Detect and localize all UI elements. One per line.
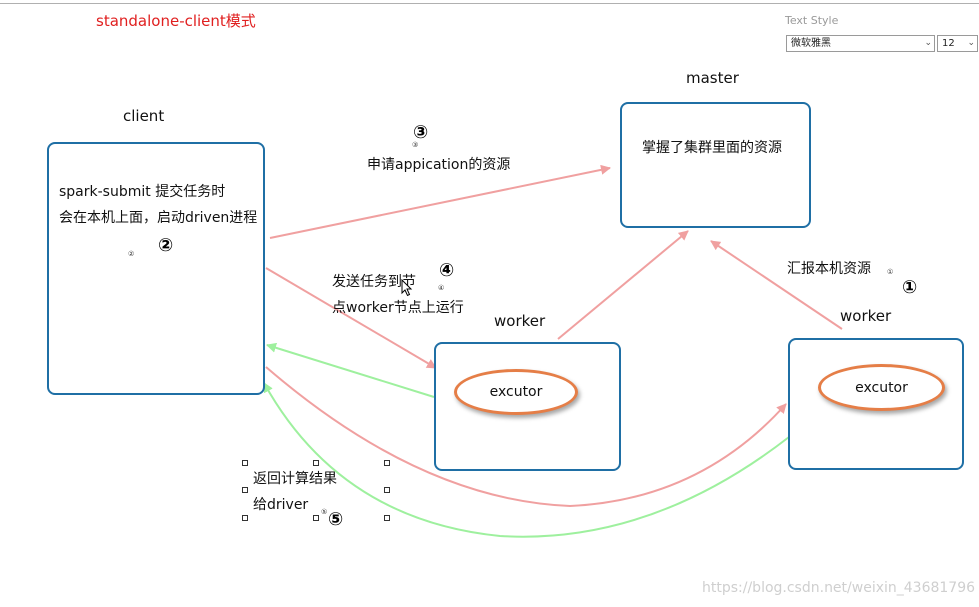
chevron-down-icon: ⌄: [924, 38, 932, 48]
master-box: [620, 102, 811, 228]
client-box: [47, 142, 265, 395]
font-size-value: 12: [942, 38, 955, 49]
arrow-client-to-worker-right: [265, 366, 787, 508]
step5-marker: ⑤: [328, 509, 344, 530]
font-family-value: 微软雅黑: [791, 38, 831, 49]
executor-right-label: excutor: [855, 379, 908, 396]
step1-text: 汇报本机资源: [787, 261, 871, 277]
step3-marker: ③: [413, 122, 429, 143]
step1-marker: ①: [902, 277, 918, 298]
client-text-line1: spark-submit 提交任务时: [59, 184, 226, 200]
executor-mid-oval: excutor: [454, 369, 578, 415]
client-label: client: [123, 107, 165, 125]
worker-right-label: worker: [840, 307, 892, 325]
step3-small-marker: ③: [412, 141, 419, 149]
step5-text-line1[interactable]: 返回计算结果: [253, 471, 337, 487]
resize-handle[interactable]: [242, 460, 248, 466]
step5-small-marker: ⑤: [321, 508, 328, 516]
step4-small-marker: ④: [438, 284, 445, 292]
step4-marker: ④: [439, 260, 455, 281]
master-desc: 掌握了集群里面的资源: [642, 140, 782, 156]
top-border-line: [0, 3, 979, 4]
font-family-select[interactable]: 微软雅黑 ⌄: [786, 35, 935, 52]
executor-mid-label: excutor: [489, 384, 543, 400]
font-size-select[interactable]: 12 ⌄: [937, 35, 978, 52]
arrow-worker-mid-to-client: [266, 342, 435, 398]
step2-small-marker: ②: [128, 250, 135, 258]
master-label: master: [686, 69, 739, 87]
resize-handle[interactable]: [384, 515, 390, 521]
arrow-worker-right-to-master: [710, 240, 843, 330]
page-title: standalone-client模式: [96, 12, 256, 30]
step1-small-marker: ①: [887, 268, 894, 276]
resize-handle[interactable]: [313, 515, 319, 521]
resize-handle[interactable]: [384, 487, 390, 493]
resize-handle[interactable]: [242, 515, 248, 521]
arrow-worker-right-to-client: [263, 382, 790, 538]
arrow-client-to-worker-mid: [265, 267, 437, 369]
step5-text-line2[interactable]: 给driver: [253, 497, 309, 513]
client-text-line2: 会在本机上面，启动driven进程: [59, 210, 258, 226]
mouse-cursor-icon: [401, 279, 413, 297]
arrow-client-to-master: [269, 164, 611, 239]
step2-marker: ②: [158, 235, 174, 256]
resize-handle[interactable]: [242, 487, 248, 493]
executor-right-oval: excutor: [818, 364, 945, 411]
resize-handle[interactable]: [313, 460, 319, 466]
step4-text-line2: 点worker节点上运行: [332, 300, 464, 316]
step3-text: 申请appication的资源: [367, 157, 511, 173]
worker-mid-label: worker: [494, 312, 546, 330]
arrow-worker-mid-to-master: [557, 230, 689, 340]
chevron-down-icon: ⌄: [967, 38, 975, 48]
watermark-text: https://blog.csdn.net/weixin_43681796: [702, 580, 976, 596]
text-style-label: Text Style: [785, 14, 839, 27]
resize-handle[interactable]: [384, 460, 390, 466]
step4-text-line1: 发送任务到节: [332, 274, 416, 290]
